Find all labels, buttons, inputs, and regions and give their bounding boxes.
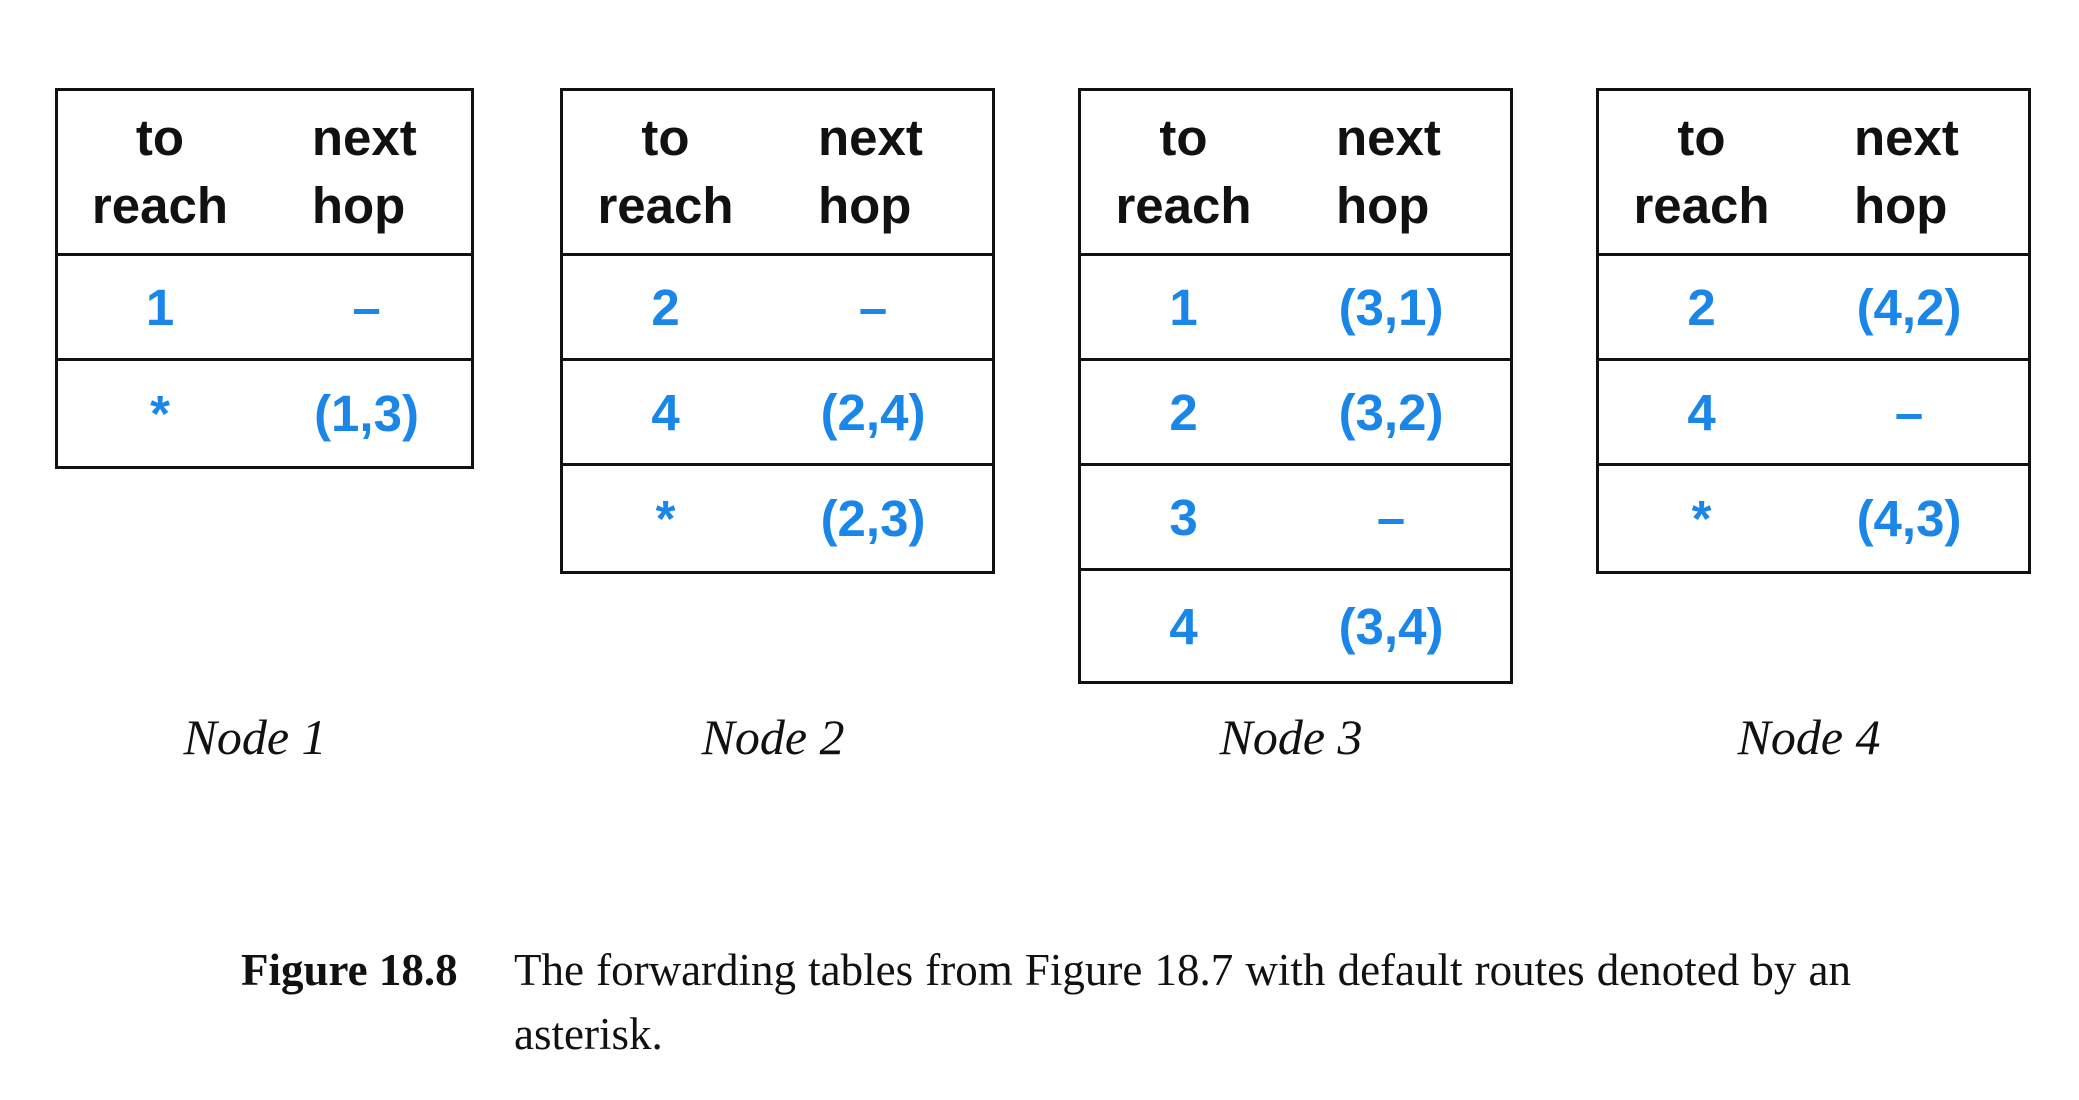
table-row: 2 (3,2) [1081, 361, 1510, 466]
figure-number: Figure 18.8 [241, 945, 458, 995]
header-to-reach: to reach [597, 109, 734, 234]
table-row: 4 (3,4) [1081, 571, 1510, 681]
to-reach-cell: 3 [1169, 488, 1198, 546]
node-label-4: Node 4 [1737, 709, 1881, 765]
table-header-row: to reach next hop [563, 91, 992, 256]
node-label-1: Node 1 [183, 709, 327, 765]
to-reach-cell: 4 [1169, 597, 1198, 655]
table-header-row: to reach next hop [58, 91, 471, 256]
to-reach-cell: 2 [1169, 383, 1198, 441]
next-hop-cell: (2,3) [820, 490, 926, 547]
table-row: * (4,3) [1599, 466, 2028, 571]
next-hop-cell: – [352, 278, 381, 336]
table-row: 1 – [58, 256, 471, 361]
to-reach-cell: 1 [1169, 278, 1198, 336]
table-row: 2 (4,2) [1599, 256, 2028, 361]
table-row: 1 (3,1) [1081, 256, 1510, 361]
table-row: 2 – [563, 256, 992, 361]
table-row: 4 – [1599, 361, 2028, 466]
node-label-2: Node 2 [701, 709, 845, 765]
to-reach-cell: * [1691, 490, 1712, 547]
next-hop-cell: (2,4) [820, 383, 926, 441]
to-reach-cell: * [655, 490, 676, 547]
to-reach-cell: 2 [651, 278, 680, 336]
forwarding-table-node-3: to reach next hop 1 (3,1) 2 (3,2) 3 – 4 … [1078, 88, 1513, 684]
next-hop-cell: (4,3) [1856, 490, 1962, 547]
header-next-hop: next hop [1336, 109, 1441, 234]
table-row: 4 (2,4) [563, 361, 992, 466]
to-reach-cell: 1 [145, 278, 175, 336]
header-to-reach: to reach [1633, 109, 1770, 234]
header-next-hop: next hop [311, 109, 417, 234]
table-row: 3 – [1081, 466, 1510, 571]
header-next-hop: next hop [1854, 109, 1959, 234]
next-hop-cell: – [1376, 488, 1406, 546]
table-header-row: to reach next hop [1599, 91, 2028, 256]
forwarding-table-node-4: to reach next hop 2 (4,2) 4 – * (4,3) [1596, 88, 2031, 574]
next-hop-cell: (3,2) [1338, 383, 1444, 441]
forwarding-table-node-2: to reach next hop 2 – 4 (2,4) * (2,3) [560, 88, 995, 574]
to-reach-cell: 4 [1687, 383, 1716, 441]
next-hop-cell: (3,1) [1338, 278, 1444, 336]
header-to-reach: to reach [1115, 109, 1252, 234]
caption-text: The forwarding tables from Figure 18.7 w… [514, 945, 1851, 1059]
next-hop-cell: – [1894, 383, 1924, 441]
to-reach-cell: 2 [1687, 278, 1716, 336]
node-label-3: Node 3 [1219, 709, 1363, 765]
next-hop-cell: (4,2) [1856, 278, 1962, 336]
next-hop-cell: (1,3) [314, 385, 419, 442]
table-header-row: to reach next hop [1081, 91, 1510, 256]
next-hop-cell: – [858, 278, 888, 336]
to-reach-cell: 4 [651, 383, 680, 441]
table-row: * (1,3) [58, 361, 471, 466]
header-next-hop: next hop [818, 109, 923, 234]
header-to-reach: to reach [91, 109, 228, 234]
to-reach-cell: * [150, 385, 170, 442]
next-hop-cell: (3,4) [1338, 597, 1444, 655]
forwarding-table-node-1: to reach next hop 1 – * (1,3) [55, 88, 474, 469]
figure-caption: Figure 18.8 The forwarding tables from F… [241, 938, 1851, 1066]
table-row: * (2,3) [563, 466, 992, 571]
